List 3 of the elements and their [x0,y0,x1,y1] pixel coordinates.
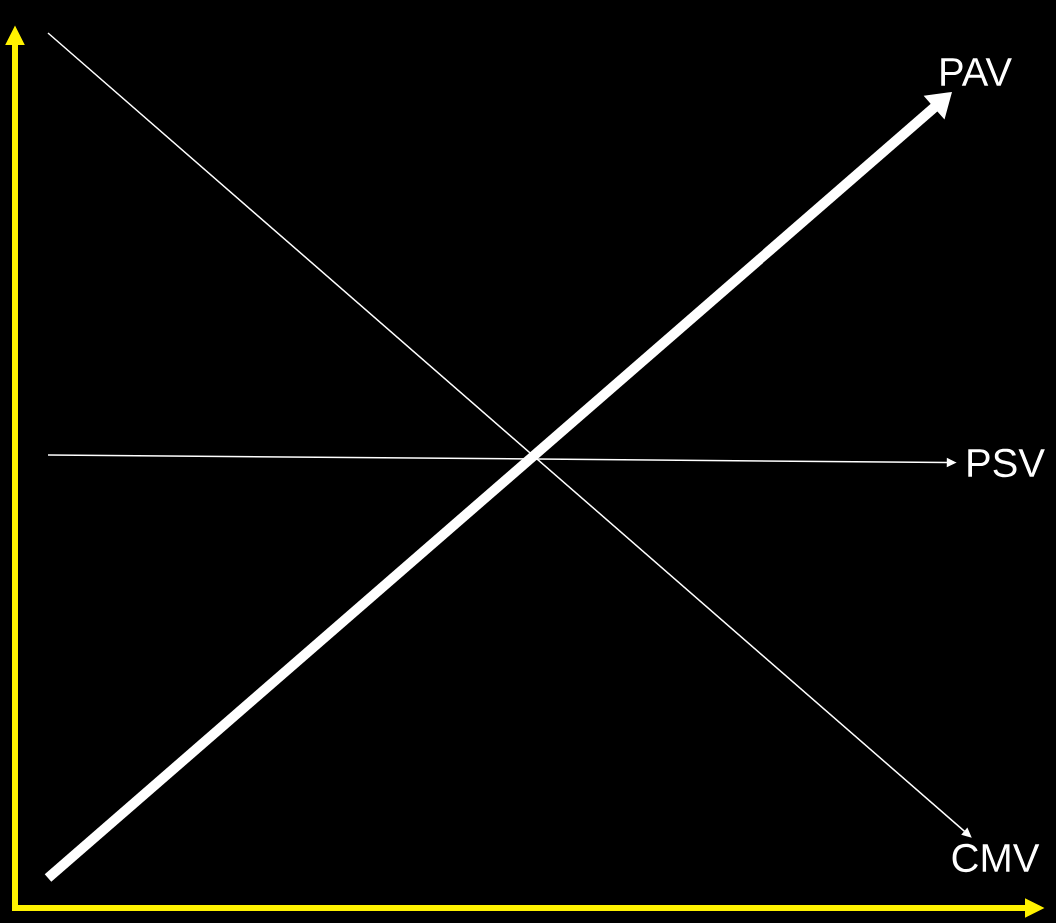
axis-label: PSV [968,448,1045,478]
axis-label: PAV [941,58,1012,86]
axis-label: CMV [952,843,1040,873]
